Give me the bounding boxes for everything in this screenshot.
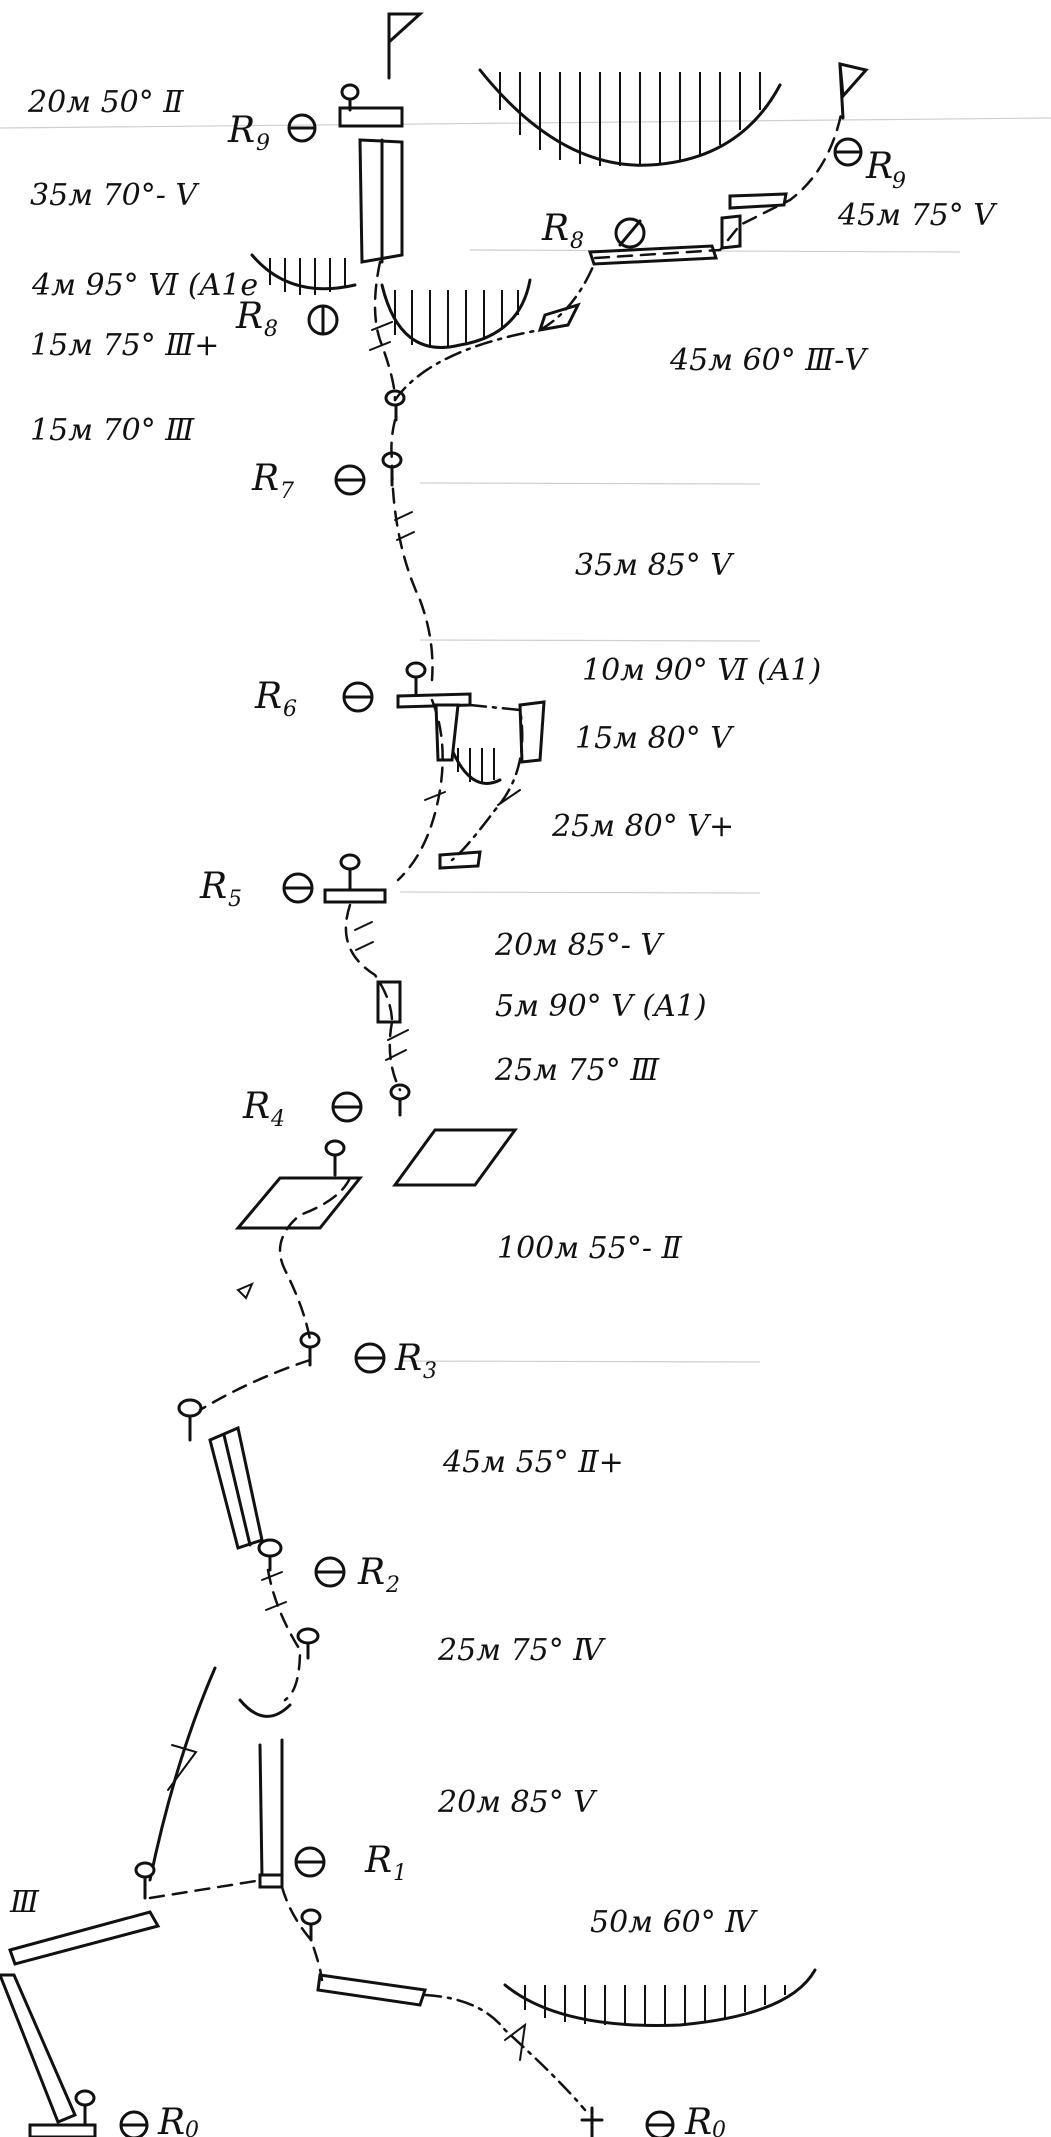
pitch-label: 20м 85° Ⅴ <box>437 1785 598 1820</box>
svg-text:6: 6 <box>283 697 297 722</box>
hatched-roof-top <box>478 68 782 167</box>
tree-markers <box>74 83 427 2127</box>
rock-features <box>0 106 788 2137</box>
svg-text:8: 8 <box>264 317 278 342</box>
hatched-roof-left <box>250 253 357 295</box>
station-r0-left: R 0 <box>119 2102 199 2137</box>
pitch-label: 25м 80° Ⅴ+ <box>551 809 734 844</box>
svg-text:R: R <box>254 676 282 717</box>
station-r5: R 5 <box>199 866 314 912</box>
pitch-label: 10м 90° Ⅵ (A1) <box>582 653 821 688</box>
station-r1: R 1 <box>294 1840 407 1886</box>
station-r0-right: R 0 <box>645 2102 726 2137</box>
pitch-labels: 20м 50° Ⅱ 35м 70°- Ⅴ 4м 95° Ⅵ (A1e 15м 7… <box>9 85 998 1940</box>
svg-text:R: R <box>394 1338 422 1379</box>
svg-text:R: R <box>235 296 263 337</box>
hatched-roof-mid <box>380 278 532 349</box>
svg-text:R: R <box>242 1086 270 1127</box>
svg-text:3: 3 <box>423 1359 437 1384</box>
pitch-label: 100м 55°- Ⅱ <box>497 1231 683 1266</box>
pitch-label: 35м 85° Ⅴ <box>575 548 735 583</box>
svg-text:9: 9 <box>256 131 270 156</box>
svg-text:R: R <box>684 2102 712 2137</box>
svg-text:0: 0 <box>185 2118 199 2137</box>
belay-stations: R 9 R 9 R 8 R 8 R 7 R 6 R <box>119 110 906 2137</box>
svg-text:9: 9 <box>892 169 906 194</box>
faint-guide-lines <box>0 117 1051 1363</box>
summit-flag-right <box>838 62 869 120</box>
svg-text:R: R <box>227 110 255 151</box>
station-r8-left: R 8 <box>235 296 339 342</box>
svg-text:2: 2 <box>385 1573 400 1598</box>
svg-text:5: 5 <box>228 887 242 912</box>
svg-text:R: R <box>251 458 279 499</box>
station-r4: R 4 <box>242 1086 363 1132</box>
svg-text:R: R <box>541 208 569 249</box>
pitch-label: 15м 70° Ⅲ <box>30 413 195 448</box>
station-r3: R 3 <box>354 1338 437 1384</box>
svg-text:R: R <box>357 1552 385 1593</box>
crux-marks <box>236 321 527 2061</box>
pitch-label: 35м 70°- Ⅴ <box>30 178 200 213</box>
pitch-label: 45м 60° Ⅲ-Ⅴ <box>669 343 869 378</box>
hatched-roof-bottom <box>503 1968 817 2027</box>
pitch-label: 50м 60° Ⅳ <box>590 1905 758 1940</box>
start-marker <box>580 2106 604 2137</box>
pitch-label: Ⅲ <box>9 1885 40 1920</box>
station-r7: R 7 <box>251 458 366 504</box>
station-r6: R 6 <box>254 676 374 722</box>
station-r9-right: R 9 <box>833 137 906 194</box>
summit-flag-left <box>387 12 424 80</box>
hatched-roof-r6 <box>448 743 502 785</box>
pitch-label: 15м 80° Ⅴ <box>575 721 735 756</box>
pitch-label: 20м 85°- Ⅴ <box>494 928 665 963</box>
pitch-label: 45м 75° Ⅴ <box>837 198 998 233</box>
station-r9-left: R 9 <box>227 110 317 156</box>
pitch-label: 20м 50° Ⅱ <box>27 85 184 120</box>
svg-text:7: 7 <box>280 479 294 504</box>
station-r2: R 2 <box>314 1552 400 1598</box>
pitch-label: 5м 90° Ⅴ (A1) <box>495 989 707 1024</box>
pitch-label: 25м 75° Ⅳ <box>437 1633 606 1668</box>
pitch-label: 4м 95° Ⅵ (A1e <box>31 268 258 303</box>
pitch-label: 25м 75° Ⅲ <box>494 1053 660 1088</box>
pitch-label: 45м 55° Ⅱ+ <box>442 1445 624 1480</box>
svg-text:4: 4 <box>270 1107 285 1132</box>
svg-text:0: 0 <box>712 2118 726 2137</box>
svg-text:R: R <box>364 1840 392 1881</box>
svg-text:1: 1 <box>393 1861 407 1886</box>
svg-text:R: R <box>157 2102 185 2137</box>
pitch-label: 15м 75° Ⅲ+ <box>30 328 219 363</box>
station-r8-right: R 8 <box>541 208 646 254</box>
svg-text:8: 8 <box>570 229 584 254</box>
svg-text:R: R <box>865 146 893 187</box>
svg-text:R: R <box>199 866 227 907</box>
